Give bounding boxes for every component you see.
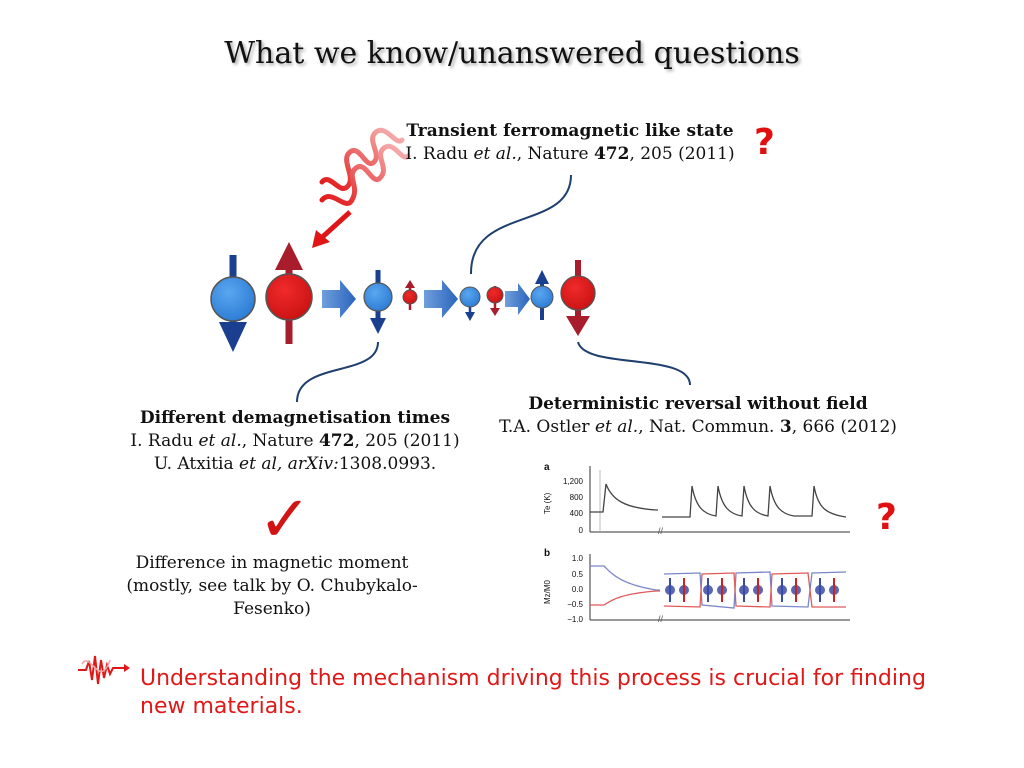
connector-transient <box>469 174 572 275</box>
reversal-volume: 3 <box>779 417 792 437</box>
panel-b-ytick: 0.5 <box>572 570 584 579</box>
demag-ref1-etal: et al. <box>198 431 242 451</box>
process-arrow-1 <box>322 280 356 318</box>
reversal-rest: , 666 (2012) <box>791 417 897 437</box>
panel-a-ytick: 800 <box>570 493 584 502</box>
connector-reversal <box>577 341 691 386</box>
spin-pair-reversed <box>530 260 596 336</box>
transient-volume: 472 <box>593 144 630 164</box>
demag-ref2-etal: et al, arXiv: <box>239 454 339 474</box>
demag-ref1-volume: 472 <box>318 431 355 451</box>
transient-state-reference: Transient ferromagnetic like state I. Ra… <box>390 120 750 166</box>
demag-check-mark: ✓ <box>258 483 312 557</box>
panel-a-ytick: 1,200 <box>563 477 584 486</box>
panel-a-letter: a <box>544 462 550 473</box>
demag-heading: Different demagnetisation times <box>139 408 451 428</box>
panel-b-ytick: 0.0 <box>572 585 584 594</box>
svg-text://: // <box>658 614 664 624</box>
panel-a-ytick: 400 <box>570 509 584 518</box>
connector-demag <box>296 341 379 403</box>
demag-ref2-rest: 1308.0993. <box>338 454 437 474</box>
panel-a-ytick: 0 <box>579 526 584 535</box>
reversal-journal: , Nat. Commun. <box>638 417 780 437</box>
conclusion-text: Understanding the mechanism driving this… <box>140 666 926 719</box>
reversal-question-mark: ? <box>876 497 897 538</box>
demag-ref2-author: U. Atxitia <box>153 454 240 474</box>
transient-rest: , 205 (2011) <box>629 144 735 164</box>
transient-question-mark: ? <box>754 122 775 163</box>
transient-author: I. Radu <box>405 144 474 164</box>
transient-journal: , Nature <box>516 144 594 164</box>
demag-ref1-rest: , 205 (2011) <box>354 431 460 451</box>
reversal-heading: Deterministic reversal without field <box>528 394 868 414</box>
ostler-figure: a Te (K) 1,200 800 400 0 // b Mz/M0 1.0 … <box>543 462 850 624</box>
demag-ref1-author: I. Radu <box>130 431 199 451</box>
panel-b-letter: b <box>544 548 550 559</box>
panel-b-ytick: 1.0 <box>572 554 584 563</box>
reversal-etal: et al. <box>594 417 639 437</box>
panel-b-ylabel: Mz/M0 <box>543 579 552 604</box>
spin-pair-transient <box>459 286 504 321</box>
demag-reference: Different demagnetisation times I. Radu … <box>120 407 470 476</box>
panel-b-ytick: −1.0 <box>567 615 583 624</box>
demag-ref1-journal: , Nature <box>241 431 319 451</box>
waveform-icon <box>78 655 130 685</box>
panel-b-ytick: −0.5 <box>567 600 583 609</box>
process-arrow-3 <box>505 283 530 315</box>
reversal-author: T.A. Ostler <box>499 417 595 437</box>
transient-heading: Transient ferromagnetic like state <box>406 121 734 141</box>
panel-a-ylabel: Te (K) <box>543 492 552 514</box>
spin-pair-demag <box>363 270 418 334</box>
spin-pair-initial <box>210 242 313 352</box>
reversal-reference: Deterministic reversal without field T.A… <box>480 393 916 439</box>
svg-text://: // <box>658 526 664 536</box>
slide-title: What we know/unanswered questions <box>224 36 800 71</box>
demag-note: Difference in magnetic moment (mostly, s… <box>126 553 418 619</box>
laser-pulse-icon <box>312 127 411 248</box>
process-arrow-2 <box>424 280 458 318</box>
transient-etal: et al. <box>473 144 517 164</box>
